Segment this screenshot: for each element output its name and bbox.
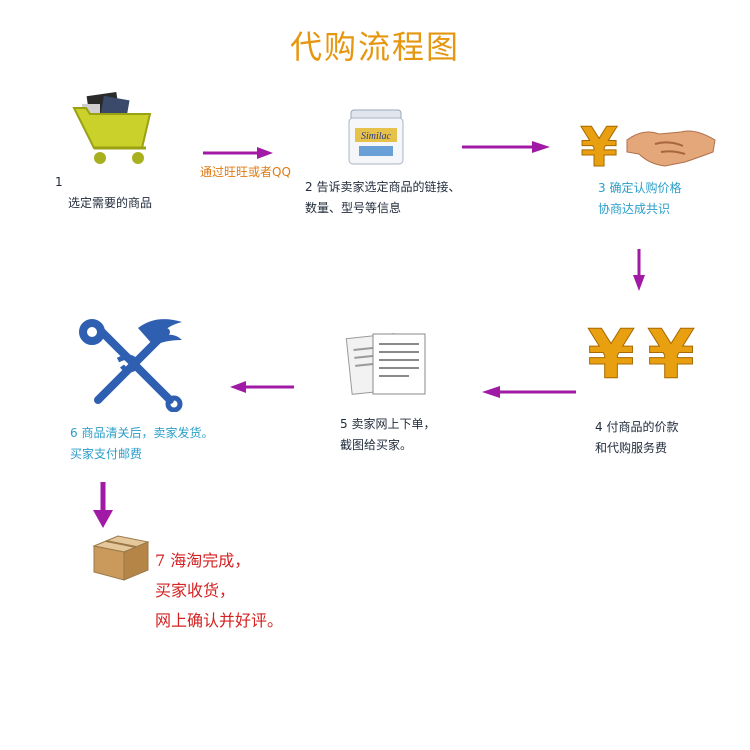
step5-line1: 5 卖家网上下单， <box>340 417 436 431</box>
arrow-down-1 <box>630 249 648 293</box>
arrow-left-2 <box>228 378 294 396</box>
svg-text:¥: ¥ <box>580 116 618 174</box>
arrow-right-1 <box>203 144 275 162</box>
step5-line2: 截图给买家。 <box>340 438 413 452</box>
yen-icon-left: ¥ <box>585 316 637 388</box>
step1-number: 1 <box>55 175 63 189</box>
arrow-down-2 <box>91 482 115 530</box>
page-title: 代购流程图 <box>289 28 460 66</box>
yen-icon-right: ¥ <box>645 316 697 388</box>
step7-line3: 网上确认并好评。 <box>155 611 284 630</box>
step7-line1: 7 海淘完成， <box>155 551 251 570</box>
svg-text:Similac: Similac <box>361 131 392 142</box>
step3-line1: 3 确定认购价格 <box>598 181 682 195</box>
step4-line2: 和代购服务费 <box>595 441 668 455</box>
customs-emblem-icon <box>78 312 188 412</box>
step7-line2: 买家收货， <box>155 581 236 600</box>
arrow-left-1 <box>480 383 576 401</box>
svg-text:¥: ¥ <box>647 316 694 388</box>
step6-line2: 买家支付邮费 <box>70 447 143 461</box>
arrow-label: 通过旺旺或者QQ <box>200 165 291 179</box>
svg-text:¥: ¥ <box>587 316 634 388</box>
step3-line2: 协商达成共识 <box>598 202 671 216</box>
step2-line1: 2 告诉卖家选定商品的链接、 <box>305 180 461 194</box>
documents-icon <box>343 328 431 398</box>
yen-icon: ¥ <box>578 116 620 174</box>
package-box-icon <box>90 530 152 582</box>
step2-line2: 数量、型号等信息 <box>305 201 402 215</box>
arrow-right-2 <box>462 138 552 156</box>
handshake-icon <box>625 122 717 170</box>
step6-line1: 6 商品清关后，卖家发货。 <box>70 426 214 440</box>
step1-text: 选定需要的商品 <box>68 196 153 210</box>
step4-line1: 4 付商品的价款 <box>595 420 679 434</box>
cart-icon <box>68 90 158 168</box>
formula-can-icon: Similac <box>345 106 407 168</box>
